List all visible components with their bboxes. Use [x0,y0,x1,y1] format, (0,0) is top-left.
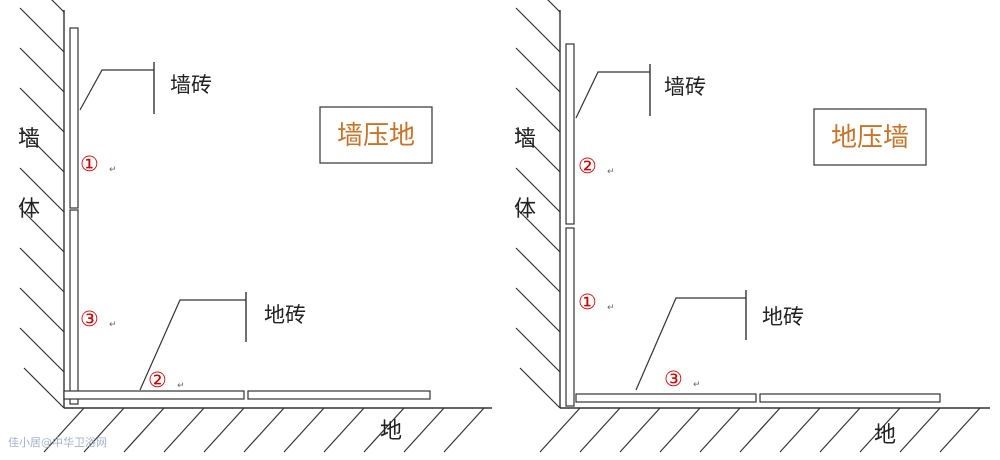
return-mark: ↵ [177,381,185,391]
floor-tile-leader [635,297,746,391]
floor-tile-second [247,390,431,400]
return-mark: ↵ [607,303,615,313]
title-box [813,108,927,166]
marker-floor: ③ [664,367,683,391]
floor-tile-label: 地砖 [264,303,306,327]
wall-hatching [515,0,561,409]
return-mark: ↵ [693,380,701,390]
ground-label: 地 [874,423,896,448]
wall-tile-leader [79,69,154,111]
floor-tile-leader [139,299,246,391]
wall-tile-label: 墙砖 [170,73,212,97]
return-mark: ↵ [109,320,117,330]
ground-label: 地 [380,419,402,444]
marker-lower-wall: ① [578,290,597,314]
wall-tile-leader [575,71,650,119]
title-box [319,106,433,164]
wall-label-bottom: 体 [18,197,40,222]
panel-right: 地压墙 墙 体 墙砖 地砖 地 ② ↵ ① ↵ ③ ↵ [514,0,990,453]
panel-left: 墙压地 墙 体 墙砖 地砖 地 ① ↵ ③ ↵ ② ↵ [18,0,492,453]
marker-upper-wall: ① [80,152,99,176]
marker-upper-wall: ② [578,154,597,178]
wall-hatching [19,0,65,409]
wall-tile-lower [565,227,575,407]
floor-tile-second [759,393,941,403]
wall-tile-upper [565,43,575,225]
marker-floor: ② [148,368,167,392]
floor-tile-first [575,393,757,403]
wall-label-top: 墙 [18,127,40,152]
watermark: 佳小居@中华卫浴网 [8,435,107,449]
wall-label-bottom: 体 [514,197,536,222]
wall-tile-label: 墙砖 [664,75,706,99]
return-mark: ↵ [109,165,117,175]
wall-label-top: 墙 [514,127,536,152]
return-mark: ↵ [607,167,615,177]
panel-title: 墙压地 [337,121,415,151]
wall-tile-lower [69,209,79,405]
ground-hatching [539,407,981,453]
ground-hatching [43,407,485,453]
wall-tile-upper [69,27,79,209]
panel-title: 地压墙 [831,123,909,153]
marker-lower-wall: ③ [80,307,99,331]
floor-tile-first [63,390,245,400]
floor-tile-label: 地砖 [762,305,804,329]
